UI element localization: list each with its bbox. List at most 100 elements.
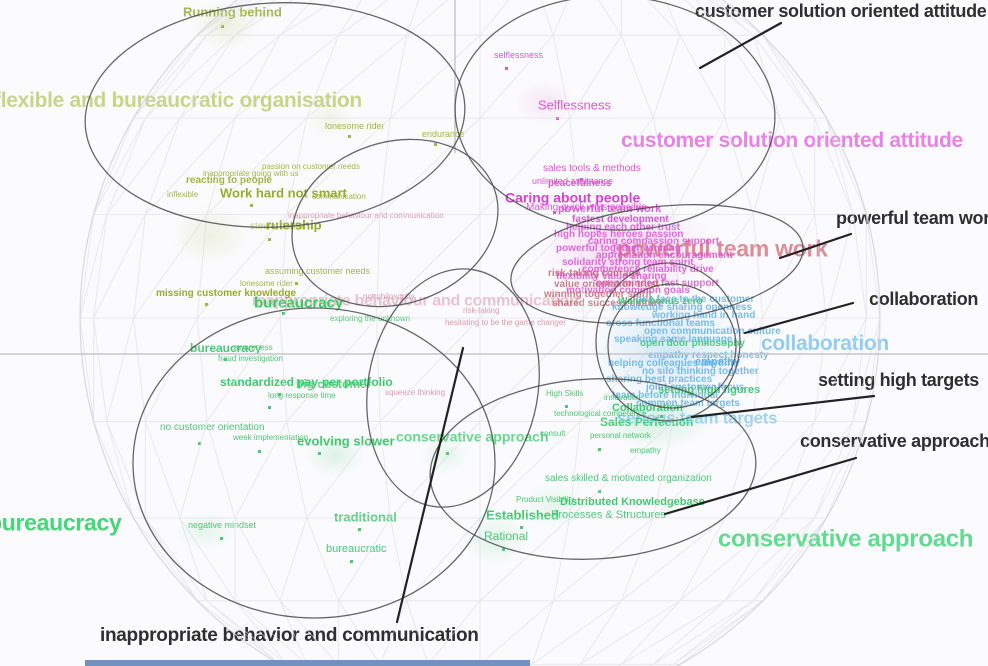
scatter-dot	[258, 450, 261, 453]
annotation-label: customer solution oriented attitude	[695, 1, 987, 22]
cluster-word: team before individual	[612, 390, 719, 401]
cluster-word: Product Visibility	[516, 495, 575, 505]
cluster-word: reacting to people	[186, 175, 273, 186]
density-blob	[535, 205, 725, 295]
cluster-word: helping colleagues anytime	[608, 358, 739, 369]
cluster-word: Rational	[484, 528, 529, 543]
scatter-dot	[282, 312, 285, 315]
density-blob	[175, 510, 235, 550]
cluster-word: hesitating to be the game changer	[445, 318, 566, 328]
cluster-word: rulership	[266, 217, 322, 233]
cluster-word: empathy	[695, 355, 741, 368]
cluster-word: personal network	[590, 431, 651, 441]
cluster-word: standardized pay-per portfolio	[220, 374, 393, 389]
cluster-word: fastest development	[572, 214, 669, 225]
cluster-word: open minded fast support	[596, 278, 719, 289]
scatter-dot	[348, 135, 351, 138]
scatter-dot	[295, 282, 298, 285]
density-blob	[520, 482, 590, 528]
cluster-word: High Skills	[546, 389, 584, 399]
cluster-word: common team targets	[636, 398, 740, 409]
cluster-label-large: powerful team work	[617, 235, 828, 262]
sphere-outline	[79, 0, 881, 666]
cluster-label-large: collaboration	[761, 331, 889, 355]
density-blob	[515, 79, 575, 125]
scatter-dot	[220, 537, 223, 540]
cluster-word: solidarity strong team spirit	[562, 257, 694, 268]
cluster-label-large: bureaucracy	[0, 509, 122, 536]
cluster-word: exploring the unknown	[330, 314, 411, 324]
cluster-word: big customer	[296, 376, 372, 391]
scatter-dot	[598, 490, 601, 493]
cluster-word: bureaucracy	[254, 294, 344, 312]
cluster-word: Sales Perfection	[600, 414, 694, 429]
cluster-word: Work hard not smart	[220, 185, 347, 201]
cluster-word: awareness	[234, 343, 273, 353]
cluster-ellipse	[454, 0, 776, 231]
cluster-ellipse	[607, 283, 737, 409]
density-blob	[305, 98, 355, 138]
cluster-label-large: Running behind	[183, 4, 282, 20]
cluster-word: risk-taking	[463, 306, 500, 316]
cluster-ellipse	[429, 378, 757, 560]
cluster-word: technological competence	[554, 409, 647, 419]
annotation-line	[743, 301, 855, 335]
density-blob	[190, 0, 260, 50]
cluster-word: Caring about people	[505, 189, 641, 206]
cluster-word: lonesome rider	[240, 279, 293, 289]
cluster-word: powerful team work	[558, 202, 662, 215]
scatter-dot	[224, 358, 227, 361]
cluster-word: passion on customer needs	[262, 162, 360, 172]
cluster-word: squeeze thinking	[385, 388, 446, 398]
scatter-dot	[556, 117, 559, 120]
density-blob	[305, 432, 365, 478]
scatter-dot	[446, 452, 449, 455]
cluster-word: empathy respect honesty	[648, 350, 769, 361]
cluster-word: Established	[486, 507, 559, 523]
cluster-word: value orientation trust	[554, 279, 660, 290]
cluster-word: stewardship	[250, 221, 304, 232]
annotation-label: powerful team work	[836, 208, 988, 229]
cluster-word: no customer orientation	[160, 422, 265, 433]
cluster-word: inflexible	[167, 190, 199, 200]
cluster-word: sharing best practices	[606, 374, 713, 385]
cluster-word: negative mindset	[188, 520, 257, 531]
annotation-label: conservative approach	[800, 431, 988, 452]
scatter-dot	[268, 406, 271, 409]
cluster-word: peacefulness	[548, 178, 612, 189]
cluster-word: motivation common goals	[566, 285, 690, 296]
annotation-line	[395, 346, 465, 624]
cluster-word: week implementation	[233, 433, 309, 443]
cluster-word: knowledge sharing openness	[612, 302, 753, 313]
scatter-dot	[553, 211, 556, 214]
cluster-word: inappropriate behaviour and communicatio…	[288, 211, 444, 221]
cluster-word: flexibility value sharing	[556, 271, 667, 282]
cluster-label-large: inflexible and bureaucratic organisation	[0, 88, 362, 112]
cluster-word: sales tools & methods	[543, 163, 641, 174]
cluster-word: Making quick wins possible	[526, 202, 647, 213]
cluster-label-large: customer solution oriented attitude	[621, 128, 963, 152]
cluster-word: one face to the customer	[636, 294, 755, 305]
cluster-label-large: conservative approach	[718, 525, 974, 553]
density-blob	[420, 435, 470, 475]
scatter-dot	[250, 204, 253, 207]
scatter-dot	[598, 448, 601, 451]
annotation-label: collaboration	[869, 289, 979, 310]
cluster-word: long response time	[268, 391, 336, 401]
cluster-ellipse	[595, 262, 741, 422]
annotation-line	[690, 394, 876, 419]
cluster-word: open door philosophy	[640, 338, 745, 349]
annotation-label: inappropriate behavior and communication	[100, 625, 479, 647]
cluster-word: shared success culture	[552, 298, 664, 309]
cluster-word: Processes & Structures	[551, 508, 666, 521]
progress-bar	[85, 660, 530, 666]
cluster-word: cross functional teams	[606, 318, 715, 329]
cluster-word: lonesome rider	[325, 121, 385, 132]
cluster-word: open communication culture	[644, 326, 781, 337]
cluster-word: competence reliability drive	[582, 264, 714, 275]
scatter-dot	[505, 67, 508, 70]
cluster-word: innovation	[604, 393, 641, 403]
density-blob	[595, 390, 715, 450]
